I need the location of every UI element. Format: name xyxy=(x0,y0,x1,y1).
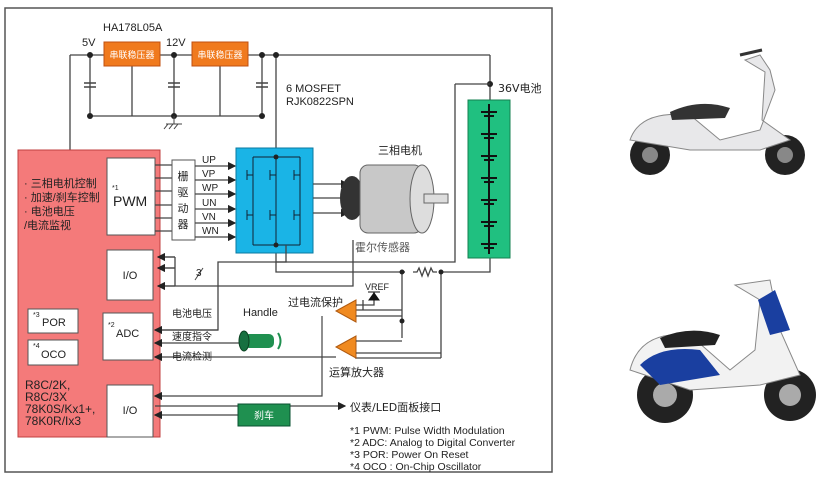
signal-wp: WP xyxy=(202,183,218,194)
gate-driver-label: 驱 xyxy=(178,186,189,199)
por-block xyxy=(27,308,79,334)
battery-voltage-label: 电池电压 xyxy=(172,307,212,320)
overcurrent-comparator xyxy=(334,299,357,323)
signal-up: UP xyxy=(202,155,216,166)
feature-item: · 加速/刹车控制 xyxy=(24,190,100,204)
12v-label: 12V xyxy=(166,37,186,49)
gate-driver-label: 动 xyxy=(178,202,189,215)
capacitor-icon xyxy=(84,82,268,88)
feature-item: · 三相电机控制 xyxy=(24,176,97,190)
overcurrent-label: 过电流保护 xyxy=(288,295,343,309)
regulator-part-label: HA178L05A xyxy=(103,22,163,34)
gate-driver-label: 栅 xyxy=(178,169,189,183)
scooter-photo-1 xyxy=(610,30,822,190)
footnote: *4 OCO : On-Chip Oscillator xyxy=(350,461,482,473)
chip-name: R8C/2K, xyxy=(25,378,70,392)
regulator-label: 串联稳压器 xyxy=(109,49,154,61)
vref-label: VREF xyxy=(365,282,390,292)
signal-vn: VN xyxy=(202,212,216,223)
io-label: I/O xyxy=(123,270,138,282)
signal-wn: WN xyxy=(202,226,219,237)
signal-vp: VP xyxy=(202,169,216,180)
scooter-photo-2 xyxy=(615,265,827,445)
motor-icon xyxy=(340,164,449,234)
handle-label: Handle xyxy=(243,307,278,319)
gate-driver-block xyxy=(171,159,196,241)
signal-un: UN xyxy=(202,198,216,209)
chip-name: R8C/3X xyxy=(25,390,67,404)
por-label: POR xyxy=(42,317,66,329)
pwm-block xyxy=(106,157,156,236)
pwm-label: PWM xyxy=(113,193,147,209)
adc-label: ADC xyxy=(116,328,139,340)
adc-block xyxy=(102,312,154,361)
footnote-ref: *3 xyxy=(33,312,40,319)
io-block-2 xyxy=(106,384,154,438)
footnote-ref: *1 xyxy=(112,185,119,192)
regulator-label: 串联稳压器 xyxy=(197,49,242,61)
hall-sensor-label: 霍尔传感器 xyxy=(355,241,410,254)
opamp-label: 运算放大器 xyxy=(329,365,384,379)
footnote: *1 PWM: Pulse Width Modulation xyxy=(350,425,505,437)
feature-item: · 电池电压 xyxy=(24,205,75,218)
footnote-ref: *2 xyxy=(108,322,115,329)
bus-slash xyxy=(194,267,204,281)
regulator-5v xyxy=(103,41,161,67)
oco-block xyxy=(27,339,79,366)
brake-label: 刹车 xyxy=(254,409,274,422)
oco-label: OCO xyxy=(41,349,67,361)
chip-name: 78K0R/Ix3 xyxy=(25,414,81,428)
feature-item: /电流监视 xyxy=(24,218,71,232)
mosfet-label: 6 MOSFET xyxy=(286,83,341,95)
5v-label: 5V xyxy=(82,37,96,49)
current-detect-label: 电流检测 xyxy=(172,350,212,363)
battery-label: 36V电池 xyxy=(498,82,542,95)
chip-name: 78K0S/Kx1+, xyxy=(25,402,95,416)
power-rail xyxy=(69,52,493,262)
bus-width-label: 3 xyxy=(196,268,202,279)
mosfet-bridge xyxy=(235,147,314,254)
footnote: *3 POR: Power On Reset xyxy=(350,449,469,461)
speed-command-label: 速度指令 xyxy=(172,330,212,343)
battery-cells-icon xyxy=(481,104,497,254)
gate-driver-label: 器 xyxy=(178,218,189,231)
panel-interface-label: 仪表/LED面板接口 xyxy=(350,400,441,414)
io-label: I/O xyxy=(123,405,138,417)
footnote-ref: *4 xyxy=(33,343,40,350)
regulator-12v xyxy=(191,41,249,67)
ground-icon xyxy=(163,116,182,130)
current-amplifier xyxy=(334,335,357,359)
zener-diode-icon xyxy=(368,291,380,301)
motor-label: 三相电机 xyxy=(378,143,422,157)
mosfet-part-label: RJK0822SPN xyxy=(286,96,354,108)
brake-block xyxy=(237,403,291,427)
footnote: *2 ADC: Analog to Digital Converter xyxy=(350,437,516,449)
handle-icon xyxy=(238,330,282,352)
io-block-1 xyxy=(106,249,154,301)
